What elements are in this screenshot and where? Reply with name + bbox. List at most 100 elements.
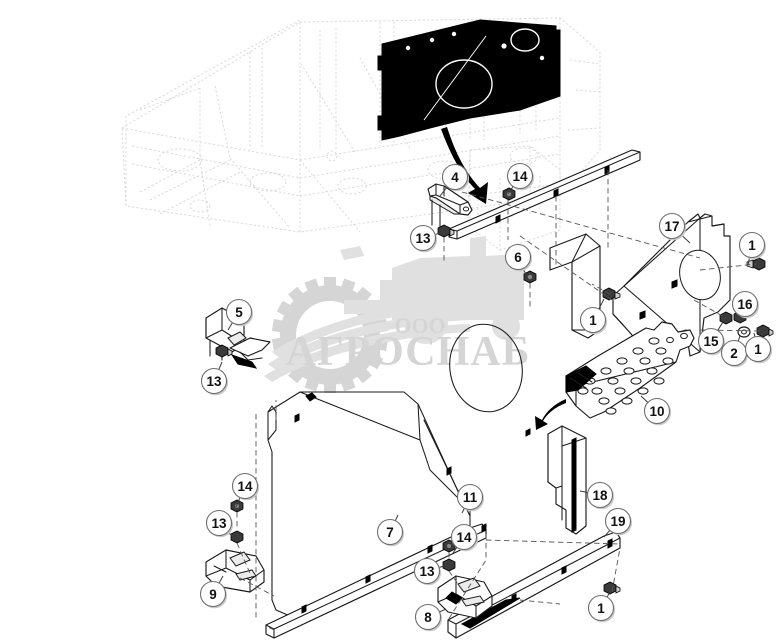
callout-circle[interactable] [200,367,228,395]
callout-8[interactable]: 8 [414,603,447,632]
callout-leader-line [218,361,223,370]
callout-circle[interactable] [441,163,469,191]
callout-13[interactable]: 13 [205,509,235,539]
callout-10[interactable]: 10 [640,395,672,426]
callout-2[interactable]: 2 [720,335,749,368]
callout-leader-line [747,257,751,266]
handle-bracket-4 [427,183,473,229]
callout-number: 7 [386,525,394,540]
callout-number: 4 [451,170,459,185]
callout-19[interactable]: 19 [603,507,633,538]
callout-circle[interactable] [450,523,478,551]
callout-number: 6 [514,250,522,265]
fastener-13-bottom-left [230,530,244,544]
callout-17[interactable]: 17 [658,212,691,244]
callout-number: 13 [206,374,222,389]
callout-number: 10 [649,404,664,419]
callout-circle[interactable] [376,518,404,546]
callout-circle[interactable] [409,224,437,252]
callout-circle[interactable] [586,481,614,509]
upper-trim-rail [448,149,641,240]
callout-circle[interactable] [199,580,227,608]
callout-circle[interactable] [587,594,615,622]
callout-4[interactable]: 4 [439,163,470,197]
callout-1[interactable]: 1 [744,332,773,364]
callout-circle[interactable] [697,327,725,355]
callout-leader-line [717,321,724,331]
callout-7[interactable]: 7 [376,514,405,547]
callout-leader-line [439,186,448,197]
callout-circle[interactable] [731,290,759,318]
callout-circle[interactable] [231,472,259,500]
callout-circle[interactable] [506,162,534,190]
callout-1[interactable]: 1 [587,589,616,623]
callout-6[interactable]: 6 [504,243,533,278]
callout-number: 13 [211,516,227,531]
callout-14[interactable]: 14 [450,523,479,554]
right-side-shield-17 [612,213,731,357]
fastener-14-upper [502,187,516,201]
callout-number: 19 [610,514,625,529]
callout-number: 13 [415,231,431,246]
callout-leader-line [461,507,465,514]
callout-leader-line [439,608,447,613]
fastener-6 [523,270,537,284]
callout-number: 16 [737,297,753,312]
installed-shield-panel [377,19,561,141]
callout-circle[interactable] [205,509,233,537]
callout-number: 15 [703,334,719,349]
callout-15[interactable]: 15 [697,321,726,356]
callout-leader-line [218,575,224,584]
callout-1[interactable]: 1 [579,298,608,335]
callout-number: 14 [512,169,528,184]
vertical-bracket-18 [547,425,587,535]
callout-leader-line [737,335,741,342]
callout-leader-line [579,490,588,494]
callout-13[interactable]: 13 [409,224,445,253]
callout-leader-line [507,186,514,195]
callout-number: 8 [424,610,432,625]
callout-leader-line [606,589,612,598]
watermark-text-name: АГРОСНАБ [286,329,531,375]
swoosh-icon [264,300,470,382]
callout-circle[interactable] [604,507,632,535]
callout-circle[interactable] [414,603,442,631]
callout-13[interactable]: 13 [200,361,229,396]
fastener-1-left [602,287,621,301]
svg-text:ООО: ООО [394,313,445,338]
callout-leader-line [598,298,605,310]
callout-circle[interactable] [579,306,607,334]
callout-circle[interactable] [738,231,766,259]
assembly-centerlines [236,170,761,631]
perforated-step-10 [565,321,695,419]
callout-circle[interactable] [643,397,671,425]
callout-1[interactable]: 1 [738,231,767,266]
callout-circle[interactable] [413,557,441,585]
callout-11[interactable]: 11 [456,483,485,514]
watermark-text-ooo: ООО [394,313,445,338]
step-perforations [577,332,688,415]
callout-14[interactable]: 14 [231,472,260,508]
callout-circle[interactable] [658,212,686,240]
svg-text:АГРОСНАБ: АГРОСНАБ [286,329,531,375]
callout-9[interactable]: 9 [199,575,228,609]
callout-circle[interactable] [504,243,532,271]
fastener-13-left [215,344,233,358]
callout-circle[interactable] [225,298,253,326]
callout-leader-line [235,497,241,508]
callout-leader-line [438,565,445,568]
callout-number: 1 [597,601,605,616]
installation-arrow-icon [441,127,488,204]
callout-16[interactable]: 16 [731,290,760,324]
callout-number: 13 [419,564,435,579]
callout-14[interactable]: 14 [506,162,535,195]
callout-13[interactable]: 13 [413,557,445,586]
callout-leader-line [603,530,611,538]
callout-5[interactable]: 5 [225,298,254,331]
callout-circle[interactable] [744,335,772,363]
callout-18[interactable]: 18 [579,481,615,510]
callout-circle[interactable] [456,483,484,511]
